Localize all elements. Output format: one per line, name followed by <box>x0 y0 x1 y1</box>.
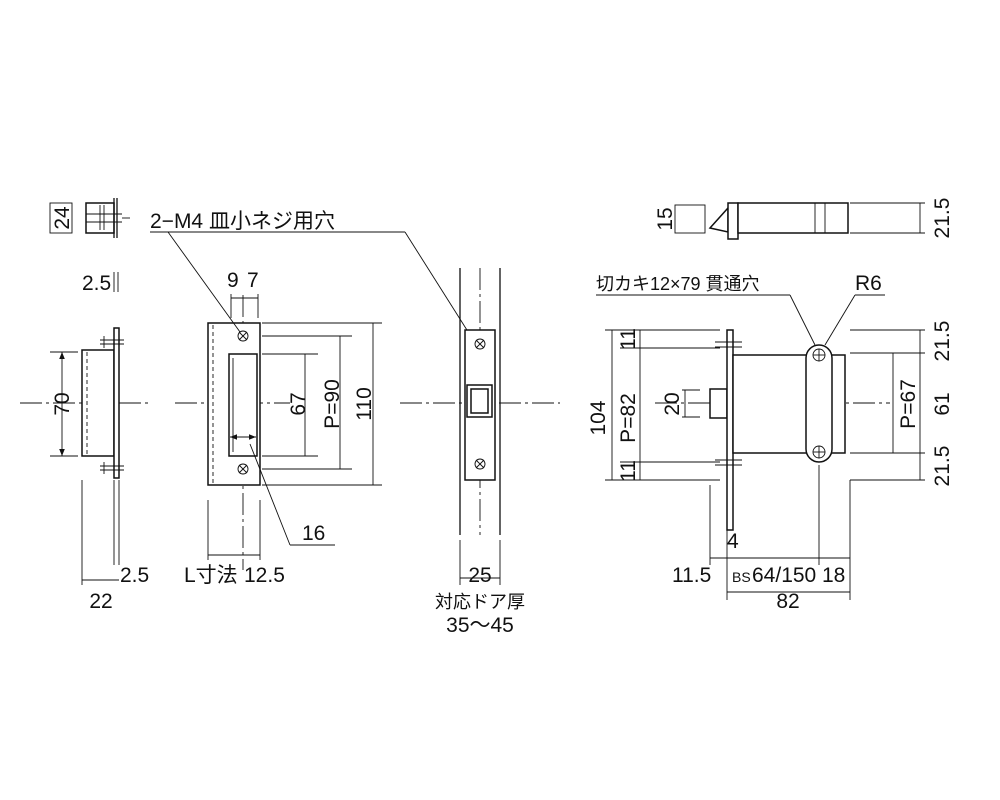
lock-top-view: 15 21.5 <box>654 198 954 240</box>
dim-p67: P=67 <box>897 379 920 429</box>
dim-12-5: 12.5 <box>244 564 285 587</box>
dim-11-bottom: 11 <box>617 460 640 482</box>
bs-value: 64/150 <box>752 564 816 587</box>
dim-82: 82 <box>776 590 799 613</box>
radius-r6: R6 <box>855 272 882 295</box>
dim-25: 25 <box>468 564 491 587</box>
dim-7: 7 <box>247 269 259 292</box>
door-thickness-range: 35～45 <box>446 614 514 637</box>
dim-24: 24 <box>51 206 74 230</box>
cutout-slot <box>805 344 833 463</box>
dim-p82: P=82 <box>617 393 640 443</box>
strike-side-view: 24 2.5 70 2.5 22 <box>20 198 150 613</box>
dim-21-5-r2: 21.5 <box>931 446 954 487</box>
cutout-note: 切カキ12×79 貫通穴 <box>596 274 760 294</box>
bs-prefix: BS <box>732 569 751 585</box>
dim-18: 18 <box>822 564 845 587</box>
dim-16: 16 <box>302 522 325 545</box>
dim-2-5-bottom: 2.5 <box>120 564 149 587</box>
dim-4: 4 <box>727 530 739 553</box>
strike-front-view: 9 7 67 P=90 110 16 L寸法 <box>150 210 473 587</box>
dim-9: 9 <box>227 269 239 292</box>
screw-hole-bottom <box>237 463 249 475</box>
dim-20: 20 <box>661 392 684 415</box>
dim-70: 70 <box>51 392 74 415</box>
dim-21-5-r1: 21.5 <box>931 321 954 362</box>
dim-22: 22 <box>89 590 112 613</box>
dim-104: 104 <box>587 400 610 435</box>
dim-67: 67 <box>287 392 310 415</box>
lock-faceplate-side <box>726 329 734 531</box>
dim-15: 15 <box>654 207 677 230</box>
dim-2-5-top: 2.5 <box>82 272 111 295</box>
strike-plate-edge <box>113 327 120 479</box>
lock-front-view: 25 対応ドア厚 35～45 <box>400 268 560 637</box>
dim-21-5-top: 21.5 <box>931 198 954 239</box>
lock-side-view: 切カキ12×79 貫通穴 R6 104 P=82 11 11 20 <box>587 272 954 613</box>
dim-11-5: 11.5 <box>672 564 711 587</box>
screw-hole-note: 2−M4 皿小ネジ用穴 <box>150 210 335 233</box>
dim-110: 110 <box>353 387 376 420</box>
dim-11-top: 11 <box>617 328 640 350</box>
lock-case-top <box>737 202 849 234</box>
dim-box-24 <box>49 202 73 234</box>
door-thickness-title: 対応ドア厚 <box>435 592 525 612</box>
screw-hole-top <box>237 330 249 342</box>
l-dim-label: L寸法 <box>184 564 238 587</box>
latch-bolt <box>709 388 728 419</box>
dim-61: 61 <box>931 392 954 415</box>
dim-p90: P=90 <box>321 379 344 429</box>
